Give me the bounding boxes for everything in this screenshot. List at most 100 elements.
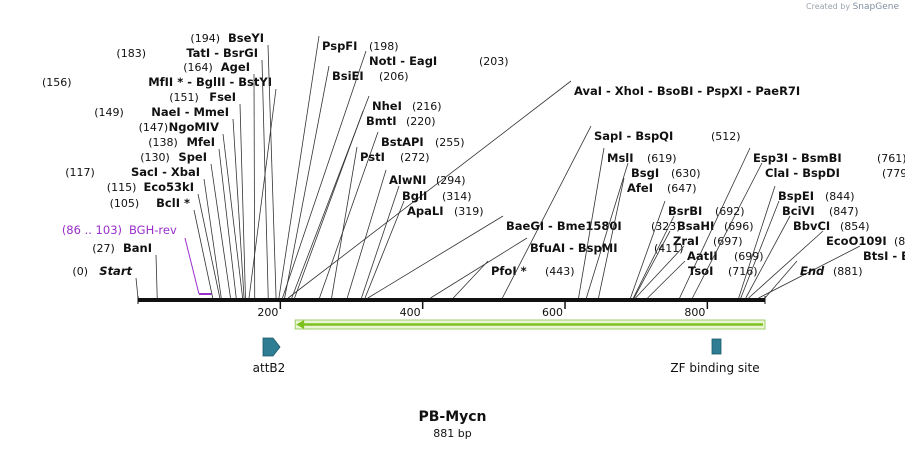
enzyme-name: AlwNI bbox=[389, 173, 426, 187]
leader-line bbox=[218, 148, 237, 299]
site-position: (27) bbox=[92, 242, 115, 255]
site-label-group: EcoO109I (858) bbox=[748, 230, 905, 299]
leader-line bbox=[287, 80, 572, 299]
site-position: (696) bbox=[724, 220, 754, 233]
leader-line bbox=[284, 65, 330, 299]
leader-line bbox=[430, 237, 528, 299]
enzyme-name: AgeI bbox=[221, 60, 250, 74]
enzyme-name: AfeI bbox=[627, 181, 653, 195]
enzyme-name: SapI - BspQI bbox=[594, 129, 673, 143]
site-label-group: MfeI(138) bbox=[148, 135, 237, 299]
leader-line bbox=[346, 169, 387, 299]
site-label-group: PspFI(198) bbox=[278, 35, 399, 299]
site-position: (319) bbox=[454, 205, 484, 218]
site-position: (272) bbox=[400, 151, 430, 164]
site-position: (151) bbox=[169, 91, 199, 104]
leader-line bbox=[210, 163, 231, 299]
site-label-group: BbvCI(854) bbox=[745, 215, 870, 299]
site-position: (105) bbox=[110, 197, 140, 210]
enzyme-name: FseI bbox=[209, 90, 236, 104]
feature-label: ZF binding site bbox=[670, 361, 759, 375]
site-label-group: FseI (151) bbox=[169, 90, 246, 299]
snapgene-credit: Created by SnapGene bbox=[806, 2, 899, 12]
site-label-group: AlwNI(294) bbox=[346, 169, 466, 299]
leader-line bbox=[633, 230, 671, 299]
site-position: (647) bbox=[667, 182, 697, 195]
enzyme-name: BfuAI - BspMI bbox=[530, 241, 617, 255]
site-label-group: BaeGI - Bme1580I(323) bbox=[367, 215, 681, 299]
enzyme-name: NgoMIV bbox=[169, 120, 219, 134]
site-label-group: MslI(619) bbox=[578, 147, 677, 299]
enzyme-name: TsoI bbox=[688, 264, 713, 278]
leader-line bbox=[452, 260, 489, 299]
site-label-group: ZraI(697) bbox=[633, 230, 743, 299]
site-label-group: SacI - XbaI (117) bbox=[65, 165, 222, 299]
feature-attb2: attB2 bbox=[253, 337, 285, 375]
site-label-group: SapI - BspQI(512) bbox=[502, 125, 741, 299]
site-position: (858) bbox=[894, 235, 905, 248]
site-position: (156) bbox=[42, 76, 72, 89]
enzyme-name: PfoI * bbox=[491, 264, 527, 278]
leader-line bbox=[367, 215, 504, 299]
site-label-group: BsiEI(206) bbox=[284, 65, 409, 299]
site-position: (761) bbox=[877, 152, 905, 165]
enzyme-name: BaeGI - Bme1580I bbox=[506, 219, 622, 233]
enzyme-name: SacI - XbaI bbox=[131, 165, 200, 179]
leader-line bbox=[679, 147, 751, 299]
site-label-group: BglI(314) bbox=[361, 185, 472, 299]
site-label-group: TatI - BsrGI(183) bbox=[116, 46, 269, 299]
site-position: (164) bbox=[183, 61, 213, 74]
enzyme-name: Start bbox=[99, 264, 132, 278]
leader-line bbox=[331, 146, 358, 299]
site-label-group: BstAPI(255) bbox=[319, 131, 465, 299]
site-label-group: AfeI (647) bbox=[598, 177, 697, 299]
site-label-group: NotI - EagI(203) bbox=[282, 50, 509, 299]
leader-line bbox=[248, 88, 277, 299]
site-label-group: End(881) bbox=[764, 260, 863, 299]
enzyme-name: BtsI - BtsαI bbox=[863, 249, 905, 263]
site-position: (147) bbox=[139, 121, 169, 134]
site-position: (117) bbox=[65, 166, 95, 179]
site-position: (198) bbox=[369, 40, 399, 53]
leader-line bbox=[203, 178, 222, 299]
leader-line bbox=[294, 110, 364, 299]
leader-line bbox=[253, 73, 256, 299]
site-label-group: TsoI(716) bbox=[647, 260, 758, 299]
leader-line bbox=[155, 254, 158, 299]
primer-leader bbox=[184, 237, 200, 295]
enzyme-name: BciVI bbox=[782, 204, 815, 218]
leader-line bbox=[197, 193, 221, 299]
primer-range: (86 .. 103) bbox=[62, 223, 122, 237]
enzyme-name: PstI bbox=[360, 150, 385, 164]
site-position: (183) bbox=[116, 47, 146, 60]
leader-line bbox=[364, 200, 405, 299]
leader-line bbox=[692, 162, 763, 299]
site-label-group: BtsI - BtsαI(872) bbox=[758, 245, 905, 299]
leader-line bbox=[239, 103, 246, 299]
site-position: (692) bbox=[715, 205, 745, 218]
site-label-group: BsrBI(692) bbox=[630, 200, 745, 299]
site-label-group: Esp3I - BsmBI(761) bbox=[679, 147, 905, 299]
site-label-group: NgoMIV(147) bbox=[139, 120, 244, 299]
site-label-group: PstI (272) bbox=[331, 146, 430, 299]
site-label-group: PfoI *(443) bbox=[452, 260, 575, 299]
site-position: (619) bbox=[647, 152, 677, 165]
map-length: 881 bp bbox=[433, 427, 472, 440]
site-label-group: BclI *(105) bbox=[110, 196, 214, 299]
scale-tick-label: 400 bbox=[400, 306, 421, 319]
enzyme-name: ApaLI bbox=[407, 204, 444, 218]
site-label-group: BspEI(844) bbox=[738, 185, 855, 299]
site-position: (220) bbox=[406, 115, 436, 128]
site-label-group: AgeI (164) bbox=[183, 60, 256, 299]
enzyme-name: BsiEI bbox=[332, 69, 364, 83]
enzyme-name: BspEI bbox=[778, 189, 814, 203]
site-position: (881) bbox=[833, 265, 863, 278]
enzyme-name: BsaHI bbox=[677, 219, 714, 233]
enzyme-name: EcoO109I bbox=[826, 234, 887, 248]
site-position: (138) bbox=[148, 136, 178, 149]
scale-tick-label: 200 bbox=[257, 306, 278, 319]
leader-line bbox=[630, 200, 666, 299]
site-label-group: NaeI - MmeI(149) bbox=[94, 105, 245, 299]
leader-line bbox=[578, 147, 605, 299]
